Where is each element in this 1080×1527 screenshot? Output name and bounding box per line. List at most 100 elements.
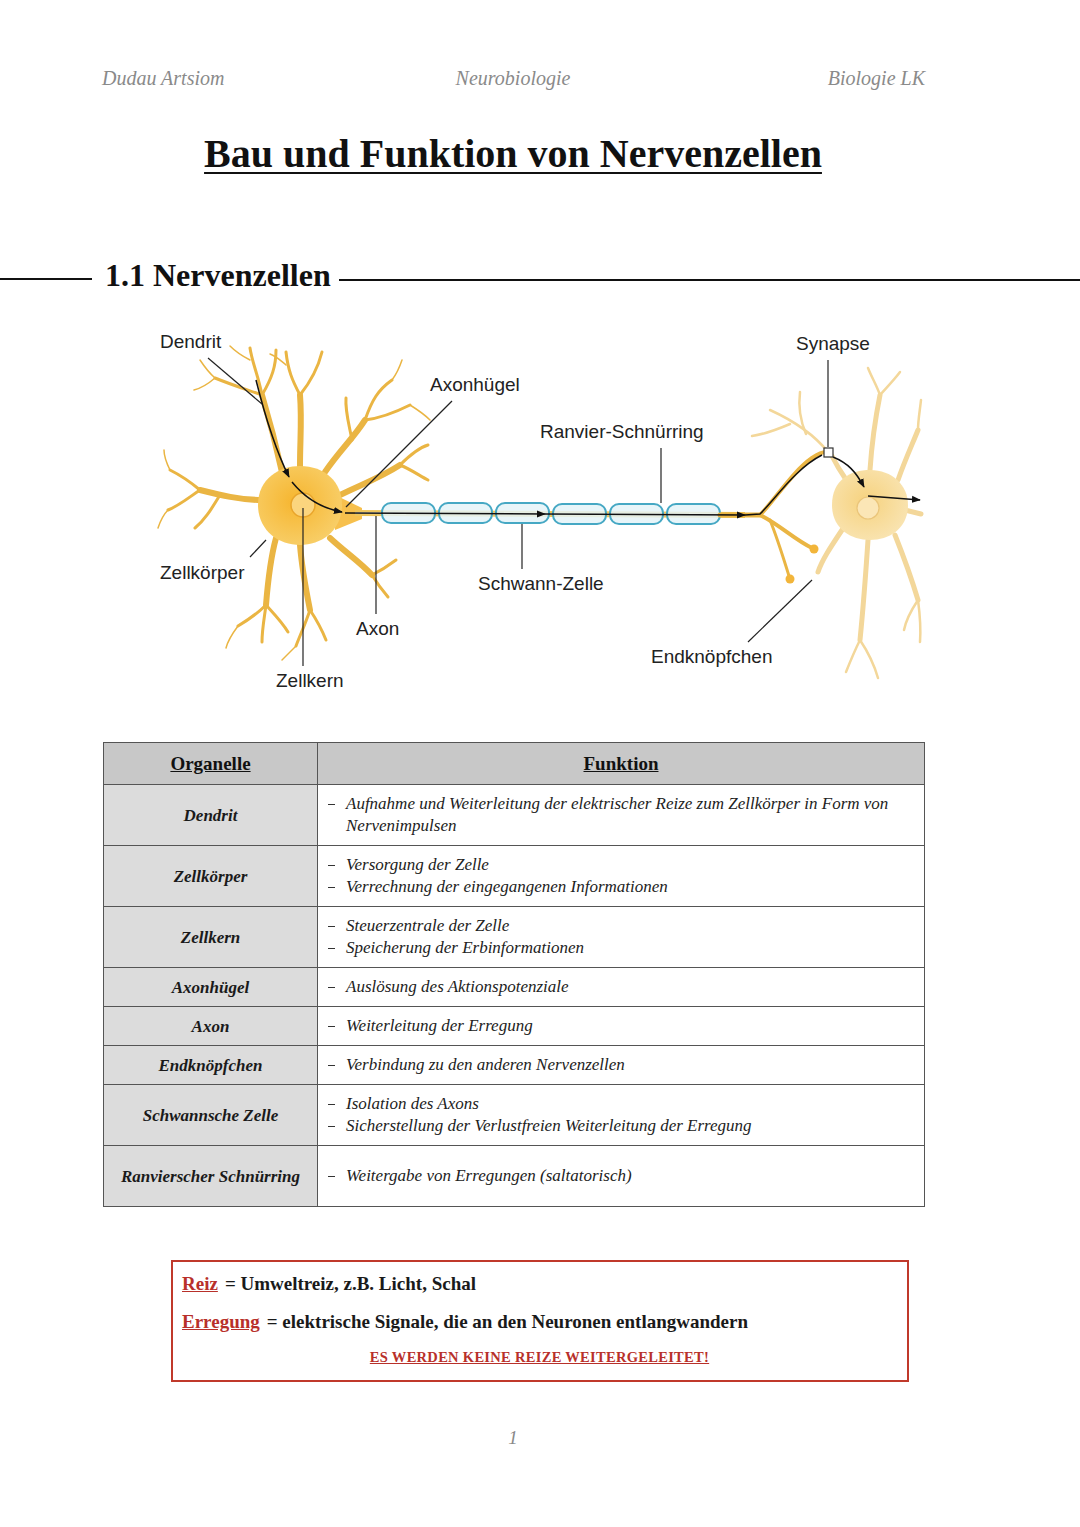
table-row: Ranvierscher SchnürringWeitergabe von Er… <box>104 1145 924 1206</box>
function-text: Aufnahme und Weiterleitung der elektrisc… <box>346 793 916 837</box>
dendrite <box>200 490 262 500</box>
function-text: Isolation des Axons <box>346 1093 479 1115</box>
function-text: Auslösung des Aktionspotenziale <box>346 976 569 998</box>
bullet-item: Versorgung der Zelle <box>326 854 916 876</box>
dendrite <box>898 430 918 480</box>
table-cell: Axonhügel <box>104 968 318 1006</box>
function-text: Sicherstellung der Verlustfreien Weiterl… <box>346 1115 752 1137</box>
leader-line <box>208 358 262 404</box>
section-rule <box>339 279 1080 281</box>
dendrite <box>372 575 388 597</box>
table-cell: Auslösung des Aktionspotenziale <box>318 968 924 1006</box>
dendrite <box>846 640 860 672</box>
cell-body <box>258 466 342 545</box>
bullet-dash <box>328 926 335 927</box>
table-cell: Schwannsche Zelle <box>104 1085 318 1145</box>
cell-body <box>832 470 908 540</box>
dendrite <box>770 410 828 452</box>
dendrite <box>168 490 200 510</box>
dendrite <box>250 348 262 395</box>
dendrite <box>880 372 900 395</box>
leader-line <box>748 580 812 642</box>
dendrite <box>282 646 296 660</box>
page-number: 1 <box>508 1426 518 1450</box>
section-heading: 1.1 Nervenzellen <box>105 255 331 295</box>
leader-line <box>346 401 452 507</box>
part-label: Zellkörper <box>158 562 246 584</box>
dendrite <box>310 610 326 640</box>
bullet-dash <box>328 1176 335 1177</box>
column-header: Organelle <box>170 752 250 776</box>
dendrite <box>904 600 918 630</box>
dendrite <box>340 465 400 495</box>
bullet-dash <box>328 887 335 888</box>
table-cell: Zellkern <box>104 907 318 967</box>
definition: = Umweltreiz, z.B. Licht, Schal <box>225 1270 476 1298</box>
organelle-name: Axon <box>192 1016 230 1037</box>
signal-arrow <box>345 513 545 514</box>
dendrite <box>799 392 806 434</box>
dendrite <box>392 360 402 380</box>
axon-terminal <box>760 515 812 548</box>
dendrite <box>297 395 304 466</box>
running-header: Biologie LK <box>828 66 925 90</box>
dendrite <box>752 368 921 678</box>
table-cell: Aufnahme und Weiterleitung der elektrisc… <box>318 785 924 845</box>
bullet-item: Aufnahme und Weiterleitung der elektrisc… <box>326 793 916 837</box>
leader-line <box>302 508 303 666</box>
table-cell: Zellkörper <box>104 846 318 906</box>
function-text: Speicherung der Erbinformationen <box>346 937 584 959</box>
signal-arrow <box>545 514 745 515</box>
function-text: Verrechnung der eingegangenen Informatio… <box>346 876 668 898</box>
bullet-item: Weitergabe von Erregungen (saltatorisch) <box>326 1165 916 1187</box>
dendrite <box>266 605 288 632</box>
dendrite <box>300 352 322 395</box>
table-row: OrganelleFunktion <box>104 743 924 784</box>
dendrite <box>286 352 300 395</box>
part-label: Synapse <box>794 333 872 355</box>
bullet-item: Weiterleitung der Erregung <box>326 1015 916 1037</box>
running-header: Neurobiologie <box>456 66 571 90</box>
dendrite <box>365 405 410 420</box>
signal-arrow <box>868 496 920 500</box>
bullet-dash <box>328 1126 335 1127</box>
organelle-name: Schwannsche Zelle <box>143 1105 279 1126</box>
leader-line <box>827 360 828 447</box>
dendrite <box>262 605 266 642</box>
dendrite <box>330 538 372 575</box>
warning-note: ES WERDEN KEINE REIZE WEITERGELEITET! <box>370 1346 709 1368</box>
cell-body <box>258 466 362 545</box>
dendrite <box>170 470 200 490</box>
bullet-item: Speicherung der Erbinformationen <box>326 937 916 959</box>
section-rule <box>0 278 92 280</box>
definition: = elektrische Signale, die an den Neuron… <box>267 1308 748 1336</box>
running-header: Dudau Artsiom <box>102 66 224 90</box>
dendrite <box>238 605 266 626</box>
table-cell: Steuerzentrale der ZelleSpeicherung der … <box>318 907 924 967</box>
table-row: EndknöpfchenVerbindung zu den anderen Ne… <box>104 1045 924 1084</box>
bullet-dash <box>328 987 335 988</box>
table-cell: Axon <box>104 1007 318 1045</box>
table-cell: Endknöpfchen <box>104 1046 318 1084</box>
organelle-name: Zellkern <box>181 927 241 948</box>
cell-body <box>832 470 908 540</box>
dendrite <box>860 540 868 640</box>
dendrite <box>300 545 310 610</box>
leader-line <box>521 524 522 569</box>
dendrite <box>410 405 430 420</box>
dendrite <box>262 350 276 395</box>
signal-arrow <box>745 455 822 515</box>
part-label: Zellkern <box>274 670 346 692</box>
leader-line <box>208 358 828 666</box>
page-title: Bau und Funktion von Nervenzellen <box>204 130 822 178</box>
dendrite <box>194 378 215 390</box>
organelle-table: OrganelleFunktionDendrit Aufnahme und Wei… <box>103 742 925 1207</box>
signal-arrow <box>256 380 289 477</box>
organelle-name: Dendrit <box>184 805 238 826</box>
part-label: Dendrit <box>158 331 223 353</box>
signal-arrow <box>292 482 342 512</box>
dendrite <box>918 400 921 430</box>
note-line: Erregung= elektrische Signale, die an de… <box>182 1308 897 1336</box>
part-label: Endknöpfchen <box>649 646 775 668</box>
table-row: Schwannsche Zelle Isolation des AxonsSich… <box>104 1084 924 1145</box>
